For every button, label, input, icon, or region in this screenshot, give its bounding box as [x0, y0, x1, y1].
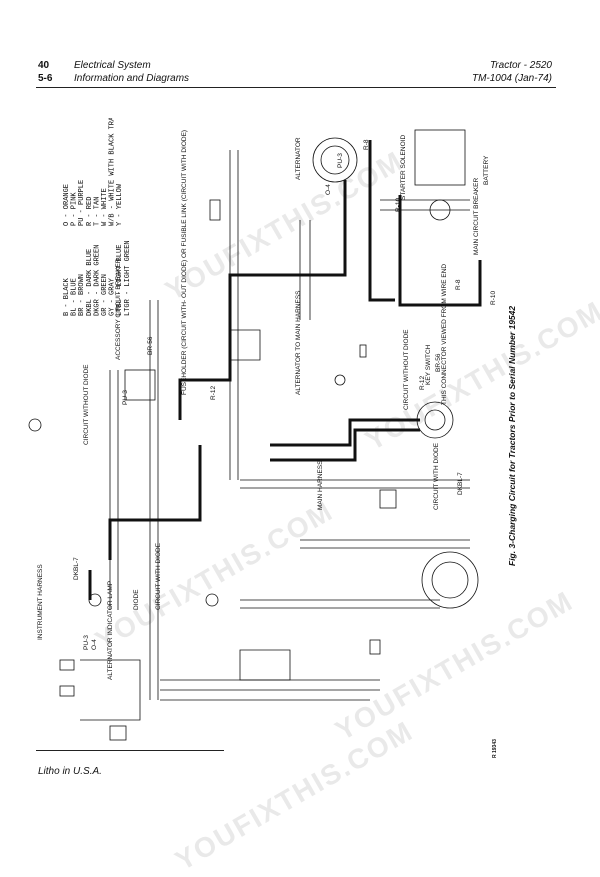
circuit-with-diode-label: CIRCUIT WITH DIODE [433, 442, 440, 510]
wire-label-dkbl7: DKBL-7 [457, 472, 464, 495]
diode-label: DIODE [133, 589, 140, 610]
legend-entry-w: W - WHITE [101, 188, 109, 226]
legend-entry-r: R - RED [86, 197, 94, 226]
lamp-branch [80, 659, 141, 721]
page-header-right: Tractor - 2520 TM-1004 (Jan-74) [472, 59, 552, 85]
charge-wire [270, 418, 420, 447]
alternator-label: ALTERNATOR [295, 137, 302, 180]
main-harness-label: MAIN HARNESS [317, 460, 324, 510]
indicator-lamp-label: ALTERNATOR INDICATOR LAMP [107, 581, 114, 680]
starter-solenoid-label: STARTER SOLENOID [400, 135, 407, 200]
circuit-without-diode-label: CIRCUIT WITHOUT DIODE [83, 364, 90, 445]
harness-mid [300, 539, 470, 549]
charge-wire [108, 445, 202, 560]
circuit-with-diode-label: CIRCUIT WITH DIODE [155, 542, 162, 610]
grommet [229, 329, 261, 361]
harness-branch [160, 679, 380, 701]
wire-label-o4: O-4 [91, 639, 98, 650]
figure-caption: Fig. 3-Charging Circuit for Tractors Pri… [507, 305, 517, 566]
footer-rule [36, 750, 224, 751]
legend-entry-b: B - BLACK [63, 277, 71, 316]
wire-label-r12: R-12 [210, 386, 217, 400]
section-number: 5-6 [38, 73, 53, 84]
fuseholder-label: FUSEHOLDER (CIRCUIT WITH- OUT DIODE) OR … [181, 130, 188, 395]
accessory-breaker-label: ACCESSORY CIRCUIT BREAKER [115, 258, 122, 360]
battery-cable [380, 199, 470, 211]
legend-entry-w-b: W/B - WHITE WITH BLACK TRACER [109, 118, 117, 226]
alternator-harness-label: ALTERNATOR TO MAIN HARNESS [295, 290, 302, 395]
section-subtitle: Information and Diagrams [74, 73, 190, 84]
wire-label-pu3: PU-3 [122, 390, 129, 405]
charge-wire [228, 180, 347, 350]
legend-entry-pu: PU - PURPLE [78, 180, 86, 226]
legend-entry-ltbl: LTBL - LIGHT BLUE [116, 245, 124, 316]
connector-view-label: THIS CONNECTOR VIEWED FROM WIRE END [441, 264, 448, 405]
instrument-harness-label: INSTRUMENT HARNESS [37, 564, 44, 640]
legend-entry-br: BR - BROWN [78, 274, 86, 316]
wire-label-r10: R-10 [490, 291, 497, 305]
alternator-body [312, 137, 358, 183]
legend-entry-bl: BL - BLUE [71, 278, 79, 316]
legend-entry-gr: GR - GREEN [101, 274, 109, 316]
circuit-without-diode-label: CIRCUIT WITHOUT DIODE [403, 329, 410, 410]
page-number: 40 [38, 60, 50, 71]
header-rule [36, 87, 556, 88]
wire-label-r8: R-8 [455, 279, 462, 290]
charge-wire [178, 350, 232, 420]
legend-entry-ltgr: LTGR - LIGHT GREEN [124, 240, 132, 316]
harness-horizontal [240, 479, 470, 489]
legend-entry-gy: GY - GRAY [109, 277, 117, 316]
harness-left [149, 300, 159, 700]
legend-entry-dkgr: DKGR - DARK GREEN [93, 245, 101, 316]
section-title: Electrical System [74, 60, 151, 71]
figure-id: R 19343 [492, 739, 498, 758]
harness-lower [240, 599, 440, 609]
legend-entry-p: P - PINK [71, 192, 79, 226]
wire-label-br56: BR-56 [147, 336, 154, 355]
manual-code: TM-1004 (Jan-74) [471, 73, 552, 84]
wiring-diagram: R-8 R-10 R-8 R-10 R-12 R-12 BR-56 BR-56 … [28, 129, 497, 741]
key-switch-label: KEY SWITCH [425, 344, 432, 385]
model-name: Tractor - 2520 [489, 60, 552, 71]
key-switch-body [416, 401, 454, 439]
charging-circuit [88, 140, 482, 600]
charge-wire [270, 428, 420, 462]
wire-label-o4: O-4 [325, 184, 332, 195]
wire-label-dkbl7: DKBL-7 [73, 557, 80, 580]
wire-label-r10: R-10 [395, 198, 402, 212]
charge-wire [398, 195, 482, 307]
legend-entry-t: T - TAN [93, 197, 101, 226]
alternator-harness [299, 220, 311, 320]
grommet [239, 649, 291, 681]
legend-entry-dkbl: DKBL - DARK BLUE [86, 249, 94, 316]
page-header-left: 40 Electrical System 5-6 Information and D… [38, 59, 189, 85]
wire-label-r8: R-8 [363, 139, 370, 150]
footer-text: Litho in U.S.A. [38, 766, 102, 777]
wire-label-r12: R-12 [419, 376, 426, 390]
legend-entry-o: O - ORANGE [63, 184, 71, 226]
legend-entry-y: Y - YELLOW [116, 183, 124, 226]
cluster-connector [421, 551, 479, 609]
harness-instrument [109, 370, 119, 610]
battery-icon [414, 129, 466, 186]
battery-label: BATTERY [483, 155, 490, 185]
charge-wire [368, 140, 395, 302]
main-breaker-label: MAIN CIRCUIT BREAKER [473, 178, 480, 255]
wire-label-pu3: PU-3 [337, 153, 344, 168]
breaker-icon [429, 199, 451, 221]
wire-label-pu3: PU-3 [83, 635, 90, 650]
wire-label-br56: BR-56 [435, 353, 442, 372]
